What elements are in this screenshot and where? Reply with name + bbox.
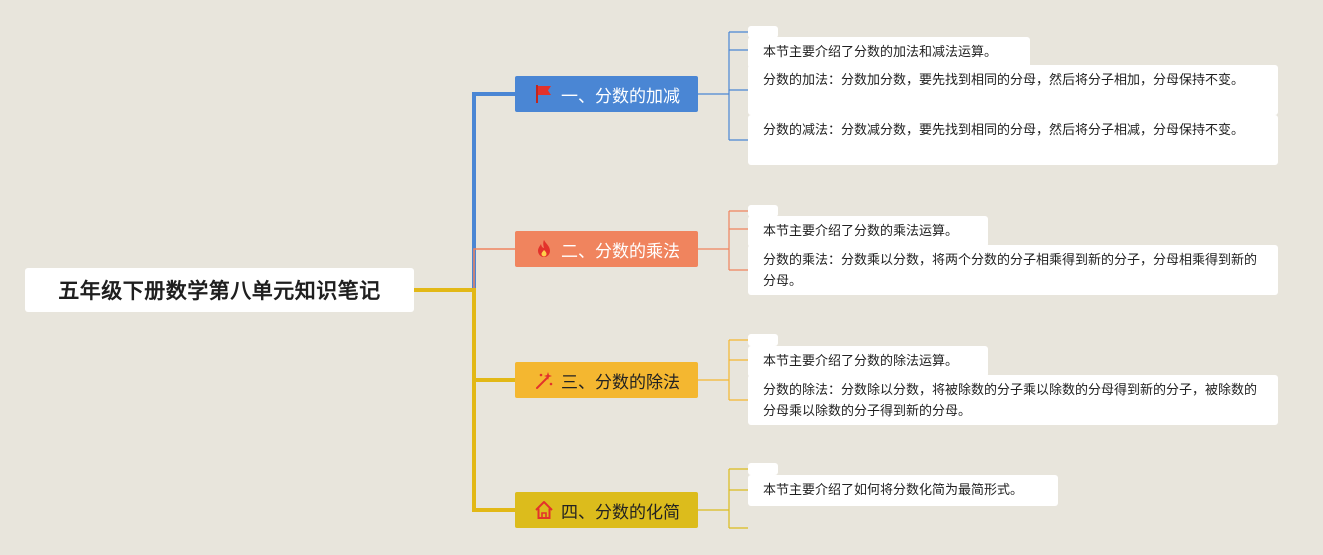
branch-topic-addition-subtraction[interactable]: 一、分数的加减: [515, 76, 698, 112]
branch-1-note-2[interactable]: 分数的加法：分数加分数，要先找到相同的分母，然后将分子相加，分母保持不变。: [748, 65, 1278, 115]
root-topic[interactable]: 五年级下册数学第八单元知识笔记: [25, 268, 414, 312]
branch-1-label: 一、分数的加减: [561, 86, 680, 107]
branch-1-note-1[interactable]: 本节主要介绍了分数的加法和减法运算。: [748, 37, 1030, 68]
branch-topic-simplification[interactable]: 四、分数的化简: [515, 492, 698, 528]
sparkle-icon: [533, 369, 555, 391]
empty-node-stub: [748, 463, 778, 475]
trunk-connectors: [414, 92, 515, 512]
branch-2-label: 二、分数的乘法: [561, 241, 680, 262]
empty-node-stub: [748, 334, 778, 346]
branch-3-note-connectors: [698, 339, 748, 401]
empty-node-stub: [748, 26, 778, 38]
branch-3-label: 三、分数的除法: [561, 372, 680, 393]
connector-root-to-branch-3: [414, 288, 515, 382]
connector-root-to-branch-1: [414, 92, 515, 292]
branch-1-note-3[interactable]: 分数的减法：分数减分数，要先找到相同的分母，然后将分子相减，分母保持不变。: [748, 115, 1278, 165]
red-flag-icon: [533, 83, 555, 105]
connector-root-to-branch-2: [414, 248, 515, 291]
root-title: 五年级下册数学第八单元知识笔记: [58, 279, 381, 303]
branch-4-note-connectors: [698, 468, 748, 529]
branch-topic-multiplication[interactable]: 二、分数的乘法: [515, 231, 698, 267]
branch-4-label: 四、分数的化简: [561, 502, 680, 523]
branch-2-note-2[interactable]: 分数的乘法：分数乘以分数，将两个分数的分子相乘得到新的分子，分母相乘得到新的分母…: [748, 245, 1278, 295]
branch-1-note-connectors: [698, 31, 748, 141]
house-icon: [533, 499, 555, 521]
empty-node-stub: [748, 205, 778, 217]
branch-4-note-1[interactable]: 本节主要介绍了如何将分数化简为最简形式。: [748, 475, 1058, 506]
connector-root-to-branch-4: [414, 288, 515, 512]
branch-2-note-connectors: [698, 210, 748, 271]
branch-2-note-1[interactable]: 本节主要介绍了分数的乘法运算。: [748, 216, 988, 247]
branch-3-note-2[interactable]: 分数的除法：分数除以分数，将被除数的分子乘以除数的分母得到新的分子，被除数的分母…: [748, 375, 1278, 425]
branch-topic-division[interactable]: 三、分数的除法: [515, 362, 698, 398]
fire-icon: [533, 238, 555, 260]
branch-3-note-1[interactable]: 本节主要介绍了分数的除法运算。: [748, 346, 988, 377]
